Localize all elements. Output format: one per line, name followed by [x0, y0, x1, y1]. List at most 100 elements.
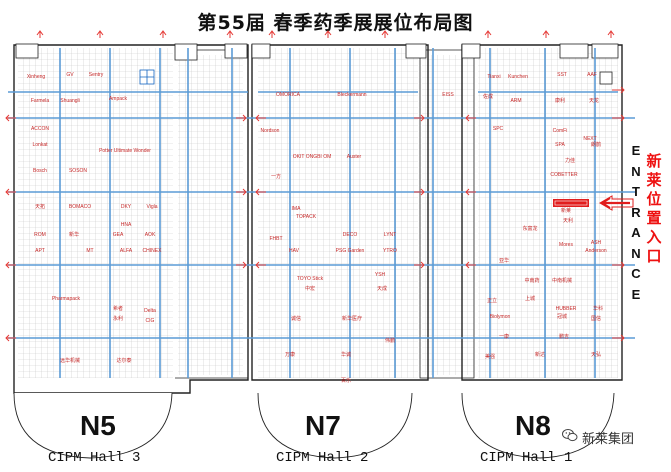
booth-label: YTRO: [383, 248, 397, 254]
booth-label: EISS: [442, 92, 454, 98]
booth-label: MT: [86, 248, 93, 254]
booth-label: 新莱: [561, 207, 571, 214]
booth-label: 东富龙: [522, 225, 537, 232]
booth-label: 中南药: [524, 277, 539, 284]
booth-label: LYNT: [384, 232, 396, 238]
booth-label: 百乐: [341, 377, 351, 384]
entrance-letter: A: [631, 225, 641, 240]
aisles: [8, 48, 635, 378]
booth-label: 天成: [377, 285, 387, 292]
booth-label: CIG: [146, 318, 155, 324]
booth-label: ComFi: [553, 128, 568, 134]
booth-label: OKIT ONGBI OM: [293, 154, 332, 160]
lobby-n8: [461, 392, 615, 459]
booth-label: 力佳: [565, 157, 575, 164]
booth-label: HAV: [289, 248, 300, 254]
booth-label: 冠城: [557, 313, 567, 320]
marker-char: 入: [646, 228, 662, 246]
booth-label: Nordson: [261, 128, 280, 134]
booth-label: ARM: [510, 98, 521, 104]
marker-char: 莱: [646, 171, 662, 189]
booth-label: 华科: [593, 305, 603, 312]
booth-label: ALFA: [120, 248, 133, 254]
booth-label: 天拓: [35, 203, 45, 210]
watermark: 新莱集团: [582, 432, 635, 447]
booth-label: Xinheng: [27, 74, 46, 80]
booth-label: 一方: [271, 173, 281, 180]
booth-label: 亚华: [499, 257, 509, 264]
booth-label: 永利: [113, 315, 123, 322]
booth-label: Anderson: [585, 248, 607, 254]
booth-label: HNA: [121, 222, 132, 228]
hall-name-1: CIPM Hall 1: [480, 450, 573, 466]
booth-label: Vigla: [146, 204, 157, 210]
booth-label: Auster: [347, 154, 362, 160]
booth-label: 天利: [563, 217, 573, 224]
booth-label: DECO: [343, 232, 358, 238]
marker-char: 新: [646, 152, 662, 170]
booth-label: 万康: [285, 351, 295, 358]
booth-label: ASH: [591, 240, 602, 246]
booth-label: 达尔泰: [116, 357, 131, 364]
lobby-n7: [257, 392, 413, 459]
booth-label: 鹏吉: [559, 333, 569, 340]
booth-label: 新达: [535, 351, 545, 358]
entrance-letter: T: [632, 184, 640, 199]
booth-label: Tianxi: [487, 74, 500, 80]
booth-label: Potter Ultimate Wonder: [99, 148, 151, 154]
lobbies: [13, 392, 615, 459]
entrance-label: E N T R A N C E: [629, 141, 643, 305]
booth-label: Kunchen: [508, 74, 528, 80]
booth-label: AAF: [587, 72, 597, 78]
booth-label: 中南机械: [552, 277, 572, 284]
lobby-n5: [13, 392, 173, 459]
booth-label: Lonkat: [32, 142, 48, 148]
booth-label: PSG Garden: [336, 248, 365, 254]
booth-label: SOSON: [69, 168, 87, 174]
booth-label: GEA: [113, 232, 124, 238]
entrance-letter: E: [631, 286, 641, 302]
entrance-letter: E: [631, 143, 641, 158]
booth-label: 佐成: [483, 93, 493, 100]
highlight: [553, 195, 634, 211]
entrance-letter: N: [631, 245, 641, 261]
entrance-letter: C: [631, 266, 641, 281]
booth-label: 上城: [525, 295, 535, 302]
booth-label: TOPACK: [296, 214, 317, 220]
booth-label: Shuangli: [60, 98, 79, 104]
booth-label: NEXT: [583, 136, 596, 142]
booth-label: COBETTER: [550, 172, 578, 178]
marker-char: 位: [646, 190, 662, 208]
booth-label: Mores: [559, 242, 573, 248]
booth-label: YSH: [375, 272, 386, 278]
highlighted-booth: [553, 199, 589, 207]
booth-label: Bleckermann: [337, 92, 366, 98]
booth-label: GV: [66, 72, 74, 78]
wall-features: [15, 43, 619, 85]
entrance-letter: N: [631, 163, 641, 179]
booth-label: 华诚: [341, 351, 351, 358]
booth-label: HUBBER: [556, 306, 577, 312]
booth-label: CHINEX: [143, 248, 163, 254]
booth-label: Farmela: [31, 98, 50, 104]
booth-label: IMA: [292, 206, 302, 212]
booth-label: 天弘: [591, 351, 601, 358]
booth-label: 诚信: [291, 315, 301, 322]
booth-label: SST: [557, 72, 567, 78]
booth-label: DKY: [121, 204, 132, 210]
booth-label: 正立: [487, 297, 497, 304]
marker-char: 置: [646, 209, 662, 227]
hall-code-n7: N7: [305, 410, 341, 441]
company-entrance-marker: 新 莱 位 置 入 口: [642, 152, 666, 266]
booth-label: 一康: [499, 333, 509, 340]
booth-label: Ampack: [109, 96, 128, 102]
marker-char: 口: [646, 247, 662, 265]
entrance-pointer-arrow: [599, 197, 630, 209]
hall-n8-annex-wall: [419, 49, 475, 379]
entrance-letter: R: [631, 204, 641, 220]
exit-arrows: [5, 30, 625, 342]
wechat-icon: [562, 429, 578, 442]
page-title: 第55届 春季药季展展位布局图: [197, 12, 474, 34]
